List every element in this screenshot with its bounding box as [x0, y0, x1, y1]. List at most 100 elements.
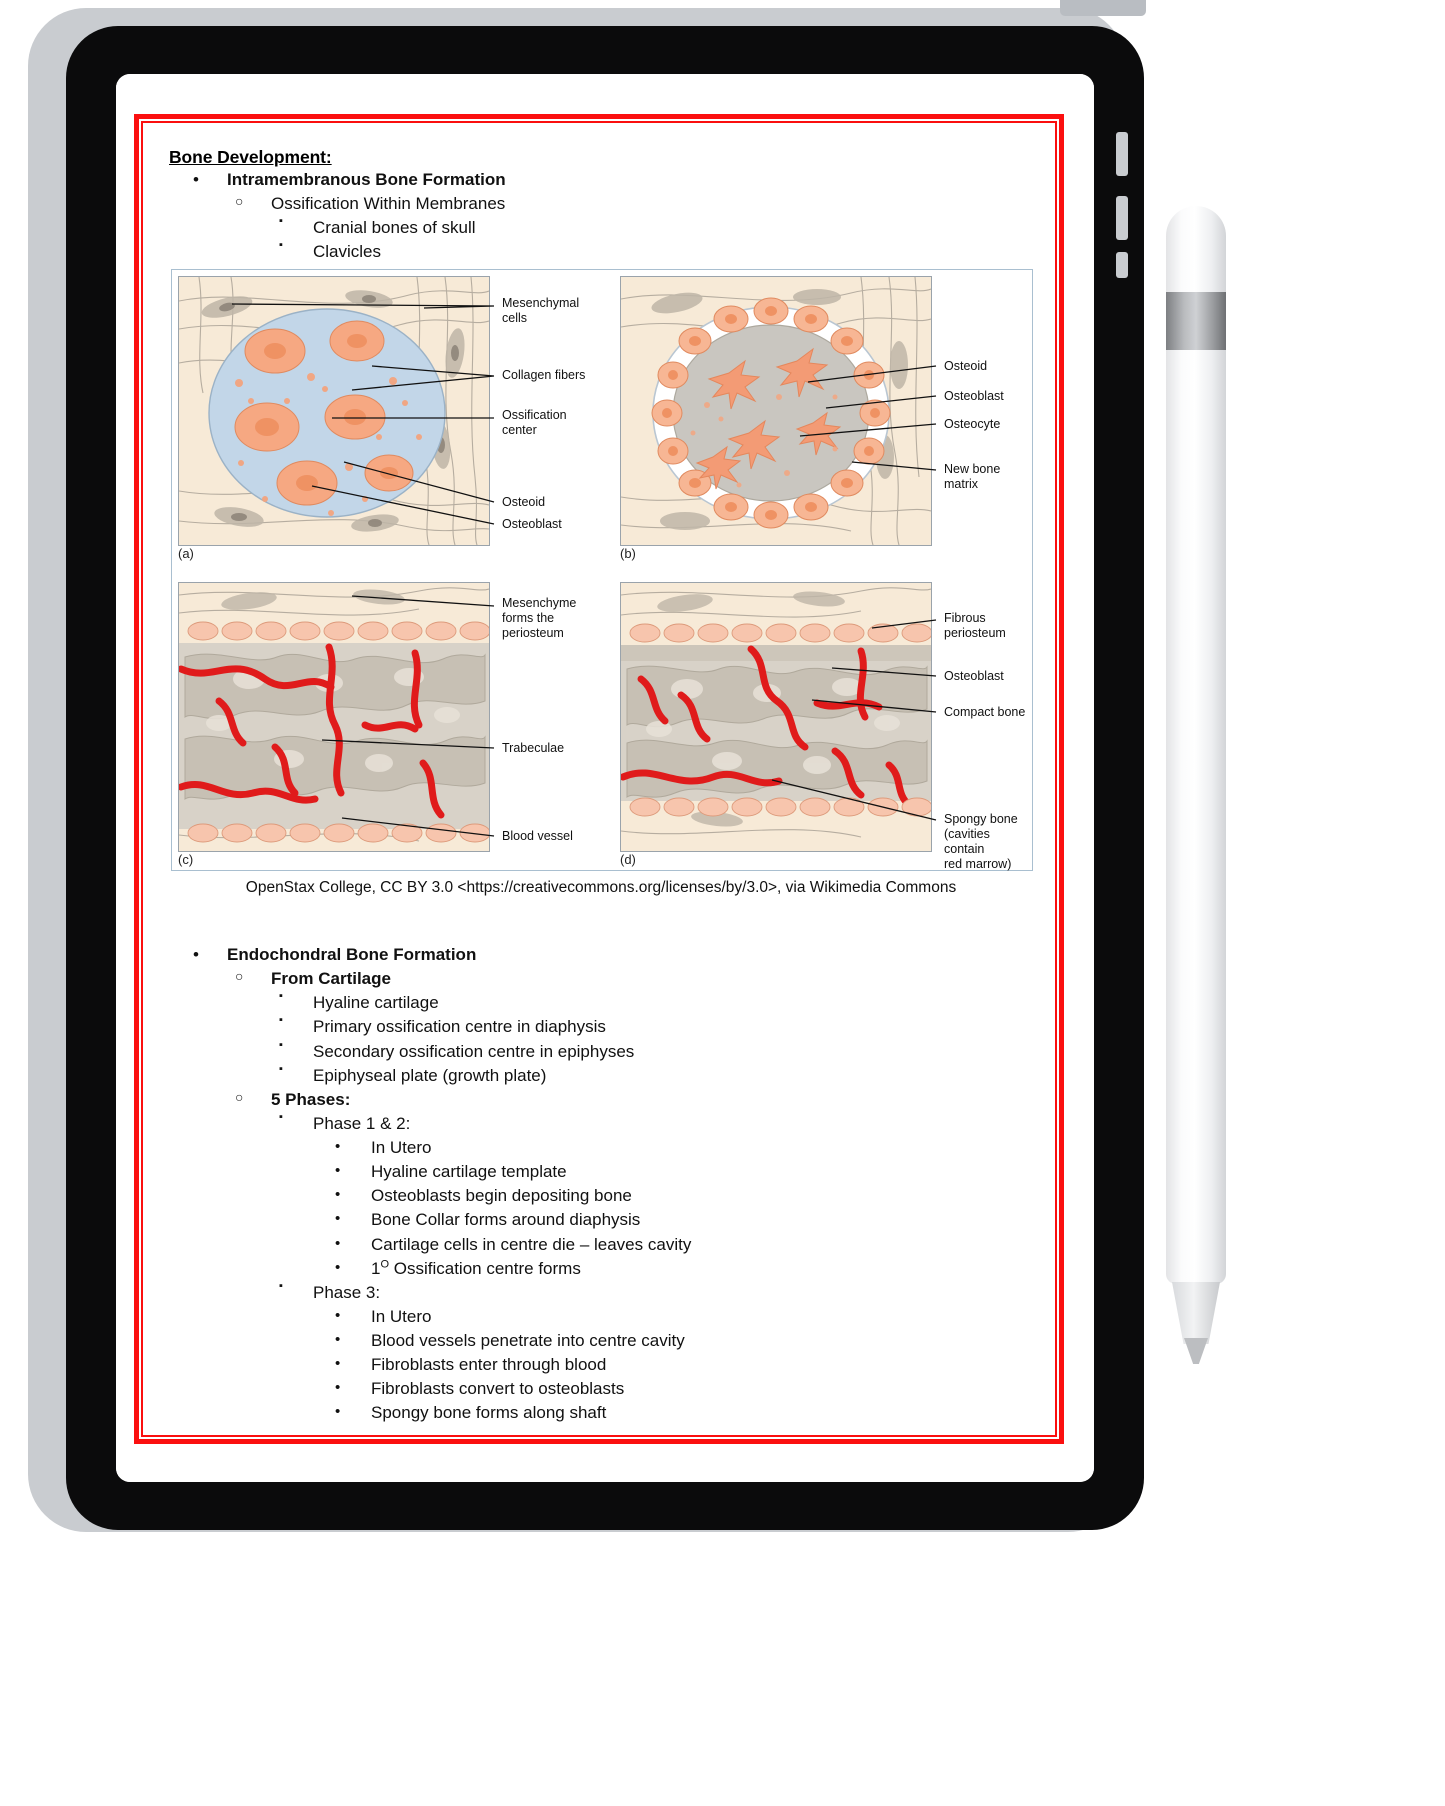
list-item-label: Spongy bone forms along shaft — [371, 1403, 607, 1423]
list-item: ○ Ossification Within Membranes — [235, 192, 1039, 216]
list-item-label: In Utero — [371, 1138, 432, 1157]
list-item-label: Clavicles — [313, 242, 382, 262]
bullet-disc-icon: • — [335, 1331, 341, 1348]
list-item: • Intramembranous Bone Formation — [193, 168, 1039, 192]
stylus-tip — [1172, 1282, 1220, 1344]
panel-tag-d: (d) — [620, 852, 636, 867]
sub-heading: 5 Phases: — [271, 1089, 351, 1109]
figure-panel-c — [178, 582, 490, 852]
tablet-screen[interactable]: Bone Development: • Intramembranous Bone… — [116, 74, 1094, 1482]
section-endochondral: • Endochondral Bone Formation ○ From Car… — [153, 943, 1039, 1426]
list-item: ▪ Clavicles — [279, 239, 1039, 264]
stylus-pen[interactable] — [1166, 206, 1226, 1364]
caption-osteocyte-b: Osteocyte — [944, 417, 1001, 431]
section-intramembranous: • Intramembranous Bone Formation ○ Ossif… — [153, 168, 1039, 265]
list-item-label: Cranial bones of skull — [313, 218, 476, 238]
bullet-square-icon: ▪ — [279, 990, 283, 1003]
bullet-square-icon: ▪ — [279, 215, 283, 228]
list-item-label: Hyaline cartilage template — [371, 1162, 567, 1182]
bullet-square-icon: ▪ — [279, 239, 283, 252]
list-item-label: Osteoblasts begin depositing bone — [371, 1186, 632, 1206]
list-item-label: Cartilage cells in centre die – leaves c… — [371, 1234, 692, 1254]
primary-ossification-label: 1O Ossification centre forms — [371, 1257, 1039, 1281]
list-item: • Endochondral Bone Formation — [193, 943, 1039, 967]
list-item: ○ 5 Phases: — [235, 1088, 1039, 1112]
degree-superscript: O — [380, 1257, 390, 1270]
figure-credit: OpenStax College, CC BY 3.0 <https://cre… — [245, 879, 957, 896]
caption-new-bone-matrix: New bone matrix — [944, 462, 1001, 491]
page-title: Bone Development: — [169, 147, 332, 167]
caption-collagen-fibers: Collagen fibers — [502, 368, 586, 382]
bullet-circle-icon: ○ — [235, 968, 244, 985]
phase-label: Phase 1 & 2: — [313, 1113, 411, 1133]
bullet-disc-icon: • — [335, 1355, 341, 1373]
caption-osteoid-b: Osteoid — [944, 359, 988, 373]
list-item: ▪ Hyaline cartilage — [279, 990, 1039, 1015]
bullet-disc-icon: • — [335, 1379, 341, 1397]
list-item-label: Primary ossification centre in diaphysis — [313, 1017, 606, 1037]
list-item: • Cartilage cells in centre die – leaves… — [335, 1233, 1039, 1257]
caption-trabeculae: Trabeculae — [502, 741, 565, 755]
bullet-disc-icon: • — [335, 1210, 341, 1228]
list-item: ▪ Primary ossification centre in diaphys… — [279, 1014, 1039, 1039]
panel-tag-b: (b) — [620, 546, 636, 561]
list-item-label: Secondary ossification centre in epiphys… — [313, 1041, 635, 1061]
volume-down-button[interactable] — [1116, 196, 1128, 240]
bullet-disc-icon: • — [335, 1138, 341, 1155]
list-item: • Fibroblasts enter through blood — [335, 1353, 1039, 1377]
caption-mesenchyme-periosteum: Mesenchyme forms the periosteum — [502, 596, 577, 640]
phase-label: Phase 3: — [313, 1282, 381, 1302]
list-item-label: Blood vessels penetrate into centre cavi… — [371, 1331, 685, 1350]
figure-panel-b — [620, 276, 932, 546]
caption-osteoblast-b: Osteoblast — [944, 389, 1004, 403]
stylus-tip-end — [1184, 1338, 1208, 1364]
note-content: Bone Development: • Intramembranous Bone… — [153, 133, 1039, 1422]
list-item: • 1O Ossification centre forms — [335, 1257, 1039, 1281]
bullet-disc-icon: • — [335, 1258, 341, 1276]
caption-mesenchymal-cells: Mesenchymal cells — [502, 296, 580, 325]
stylus-band — [1166, 292, 1226, 350]
list-item: ▪ Cranial bones of skull — [279, 215, 1039, 240]
volume-up-button[interactable] — [1116, 132, 1128, 176]
bullet-square-icon: ▪ — [279, 1038, 283, 1051]
list-item-label: Fibroblasts convert to osteoblasts — [371, 1379, 625, 1399]
stylus-body — [1166, 206, 1226, 1284]
bullet-disc-icon: • — [335, 1403, 341, 1421]
list-item-label: In Utero — [371, 1306, 432, 1326]
list-item: • Spongy bone forms along shaft — [335, 1401, 1039, 1425]
bullet-disc-icon: • — [335, 1162, 341, 1180]
bullet-disc-icon: • — [335, 1306, 341, 1324]
caption-ossification-center: Ossification center — [502, 408, 567, 437]
panel-c-illustration — [179, 583, 489, 851]
panel-a-illustration — [179, 277, 489, 545]
bullet-disc-icon: • — [193, 170, 199, 189]
list-item: • In Utero — [335, 1136, 1039, 1160]
bullet-disc-icon: • — [335, 1234, 341, 1252]
caption-spongy-bone: Spongy bone (cavities contain red marrow… — [944, 812, 1018, 871]
bullet-square-icon: ▪ — [279, 1110, 283, 1123]
caption-osteoid-a: Osteoid — [502, 495, 546, 509]
section-heading: Intramembranous Bone Formation — [227, 170, 506, 189]
bone-formation-figure: (a) (b) (c) (d) — [171, 269, 1033, 871]
figure-panel-d — [620, 582, 932, 852]
caption-osteoblast-a: Osteoblast — [502, 517, 562, 531]
caption-compact-bone: Compact bone — [944, 705, 1026, 719]
bullet-disc-icon: • — [193, 945, 199, 964]
panel-tag-a: (a) — [178, 546, 194, 561]
caption-fibrous-periosteum: Fibrous periosteum — [944, 611, 1006, 640]
side-button[interactable] — [1116, 252, 1128, 278]
panel-d-illustration — [621, 583, 931, 851]
list-item: ○ From Cartilage — [235, 967, 1039, 991]
list-item: • Osteoblasts begin depositing bone — [335, 1184, 1039, 1208]
caption-osteoblast-d: Osteoblast — [944, 669, 1004, 683]
list-item: ▪ Secondary ossification centre in epiph… — [279, 1038, 1039, 1064]
list-item: ▪ Phase 3: — [279, 1280, 1039, 1305]
section-heading: Endochondral Bone Formation — [227, 945, 477, 964]
list-item-label: Hyaline cartilage — [313, 993, 439, 1013]
bullet-square-icon: ▪ — [279, 1062, 283, 1075]
note-page: Bone Development: • Intramembranous Bone… — [116, 74, 1094, 1482]
power-button[interactable] — [1060, 0, 1146, 16]
list-item-label: Fibroblasts enter through blood — [371, 1355, 607, 1375]
list-item: ▪ Epiphyseal plate (growth plate) — [279, 1062, 1039, 1088]
list-item: • Fibroblasts convert to osteoblasts — [335, 1377, 1039, 1401]
